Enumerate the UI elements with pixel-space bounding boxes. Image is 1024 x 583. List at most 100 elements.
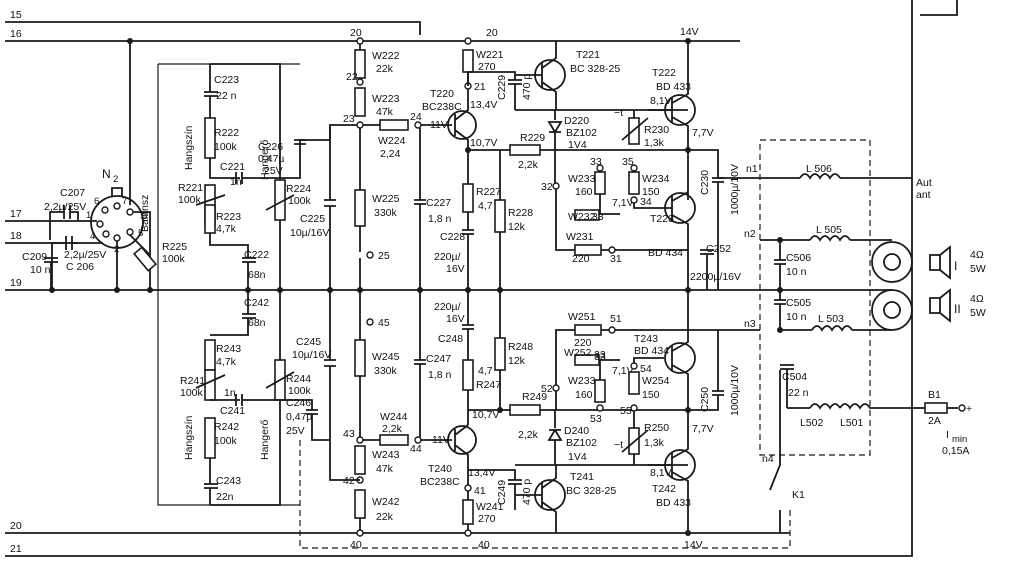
rail-21-label: 21 (10, 543, 22, 555)
d240-value: BZ102 (566, 437, 597, 449)
plus-mark: + (966, 403, 972, 415)
c226-label: C226 (258, 141, 283, 153)
t221-label: T221 (576, 49, 600, 61)
c242-value: 68n (248, 317, 266, 329)
rail-15-label: 15 (10, 9, 22, 21)
t220-label: T220 (430, 88, 454, 100)
r248-body (494, 337, 506, 371)
hangero-top-label: Hangerő (259, 140, 271, 180)
w234-value: 150 (642, 186, 660, 198)
c226-value: 0,47µ (258, 153, 285, 165)
node-55 (630, 404, 638, 412)
r230-trim (621, 117, 649, 141)
c505-value: 10 n (786, 311, 807, 323)
c207-leads (49, 211, 79, 221)
r229-label: R229 (520, 132, 545, 144)
c245-value: 10µ/16V (292, 349, 331, 361)
connector-sub: 2 (113, 174, 118, 185)
connector-name: N (102, 167, 111, 181)
c223-value: 22 n (216, 90, 237, 102)
r249-value: 2,2k (518, 429, 539, 441)
junction (147, 287, 153, 293)
c229-label: C229 (496, 75, 508, 100)
pin-3 (126, 208, 134, 216)
w241-label: W241 (476, 501, 504, 513)
node-24-label: 24 (410, 111, 422, 123)
r222-value: 100k (214, 141, 238, 153)
node-32-label: 32 (541, 181, 553, 193)
l501-coil (839, 403, 912, 410)
node-45 (366, 318, 374, 326)
speaker-1-watt: 5W (970, 263, 986, 275)
imin-value: 0,15A (942, 445, 969, 457)
relay-dashed-link (299, 440, 791, 549)
node-55-label: 55 (620, 405, 632, 417)
junction (777, 237, 783, 243)
rail-18-label: 18 (10, 230, 22, 242)
c504-value: 22 n (788, 387, 809, 399)
c243-value: 22n (216, 491, 234, 503)
rail-16-label: 16 (10, 28, 22, 40)
junction (114, 287, 120, 293)
c221-value: 1n (230, 176, 242, 188)
jack-2 (871, 289, 913, 331)
c207-plates (63, 205, 71, 219)
r227-value: 4,7 (478, 200, 493, 212)
volt-81v-bot: 8,1V (650, 467, 672, 479)
hangero-bot-label: Hangerő (259, 420, 271, 460)
w233-bot-label: W233 (568, 375, 596, 387)
r250-trim (621, 429, 649, 453)
top-amp-channel: 20 W222 22k 22 W223 47k 23 W224 2,24 24 … (290, 26, 760, 290)
node-21-label: 21 (474, 81, 486, 93)
w242-label: W242 (372, 496, 400, 508)
w222-label: W222 (372, 50, 400, 62)
volt-11v-bot: 11V (432, 434, 450, 446)
node-40a (356, 529, 364, 537)
w233-top-body (594, 171, 606, 195)
volt-107v-bot: 10,7V (472, 409, 499, 421)
aut-label: Aut (916, 177, 932, 189)
l505-coil (809, 235, 851, 242)
w251-lead (555, 329, 575, 385)
volt-71v-top: 7,1V (612, 197, 634, 209)
c250-label: C250 (699, 387, 711, 412)
jack-1 (871, 241, 913, 283)
node-25-label: 25 (378, 250, 390, 262)
balansz-label: Balansz (139, 195, 151, 232)
node-54 (630, 362, 638, 370)
b1-value: 2A (928, 415, 941, 427)
rail-15-wire (5, 21, 421, 35)
r242-label: R242 (214, 421, 239, 433)
w252-wires (599, 359, 620, 380)
n4-label: n4 (762, 453, 774, 465)
t221-value: BC 328-25 (570, 63, 620, 75)
rail-21-wire (5, 0, 913, 557)
node-35-label: 35 (622, 156, 634, 168)
c246-value: 0,47µ (286, 411, 313, 423)
w251-body (574, 324, 602, 336)
c249-cap (468, 469, 522, 510)
node-44-label: 44 (410, 443, 422, 455)
c247-cap (414, 290, 426, 437)
c506-label: C506 (786, 252, 811, 264)
w222-value: 22k (376, 63, 394, 75)
r224-label: R224 (286, 183, 311, 195)
c506-cap (774, 240, 786, 290)
hangszin-top-label: Hangszín (183, 125, 195, 170)
t222-value: BD 433 (656, 81, 691, 93)
pin-5-label: 5 (138, 228, 143, 239)
w225-body (354, 189, 366, 227)
junction (685, 407, 691, 413)
w244-body (379, 434, 409, 446)
c242-cap (210, 290, 256, 336)
volt-81v-top: 8,1V (650, 95, 672, 107)
bottom-amp-channel: 45 W245 330k 43 W244 2,2k 44 W243 47k 42… (292, 290, 760, 551)
r250-label: R250 (644, 422, 669, 434)
node-23-label: 23 (343, 113, 355, 125)
r241-label: R241 (180, 375, 205, 387)
node-34-to-t223 (633, 203, 664, 209)
w223-body (354, 87, 366, 117)
c225-label: C225 (300, 213, 325, 225)
r225-body (132, 246, 158, 272)
volt-11v-top: 11V (430, 119, 448, 131)
